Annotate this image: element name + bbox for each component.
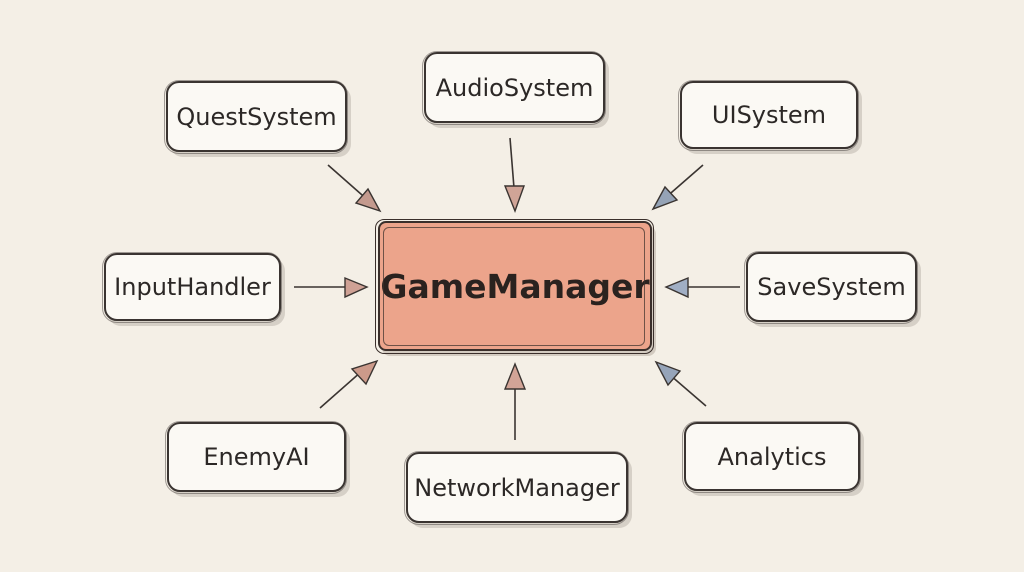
audiosystem-label: AudioSystem — [435, 73, 594, 102]
inputhandler-label: InputHandler — [114, 273, 271, 301]
arrow-analytics-to-gamemanager — [654, 360, 707, 407]
arrow-audio-to-gamemanager — [503, 137, 525, 213]
arrow-quest-to-gamemanager — [327, 164, 382, 213]
analytics-label: Analytics — [717, 442, 827, 471]
enemyai-node[interactable]: EnemyAI — [165, 421, 347, 494]
arrow-input-to-gamemanager — [294, 276, 369, 299]
networkmanager-label: NetworkManager — [414, 473, 620, 502]
savesystem-label: SaveSystem — [757, 273, 906, 301]
networkmanager-node[interactable]: NetworkManager — [404, 451, 629, 525]
enemyai-label: EnemyAI — [203, 443, 310, 471]
uisystem-label: UISystem — [711, 101, 827, 129]
arrow-ui-to-gamemanager — [651, 164, 704, 211]
arrow-network-to-gamemanager — [503, 362, 527, 440]
gamemanager-label: GameManager — [380, 266, 650, 306]
audiosystem-node[interactable]: AudioSystem — [422, 51, 606, 125]
arrow-save-to-gamemanager — [664, 276, 740, 299]
questsystem-label: QuestSystem — [176, 102, 337, 131]
savesystem-node[interactable]: SaveSystem — [744, 251, 918, 324]
uisystem-node[interactable]: UISystem — [678, 80, 859, 151]
inputhandler-node[interactable]: InputHandler — [102, 252, 282, 323]
analytics-node[interactable]: Analytics — [682, 421, 861, 493]
gamemanager-node[interactable]: GameManager — [375, 219, 654, 354]
questsystem-node[interactable]: QuestSystem — [164, 80, 348, 154]
arrow-enemy-to-gamemanager — [319, 359, 379, 409]
